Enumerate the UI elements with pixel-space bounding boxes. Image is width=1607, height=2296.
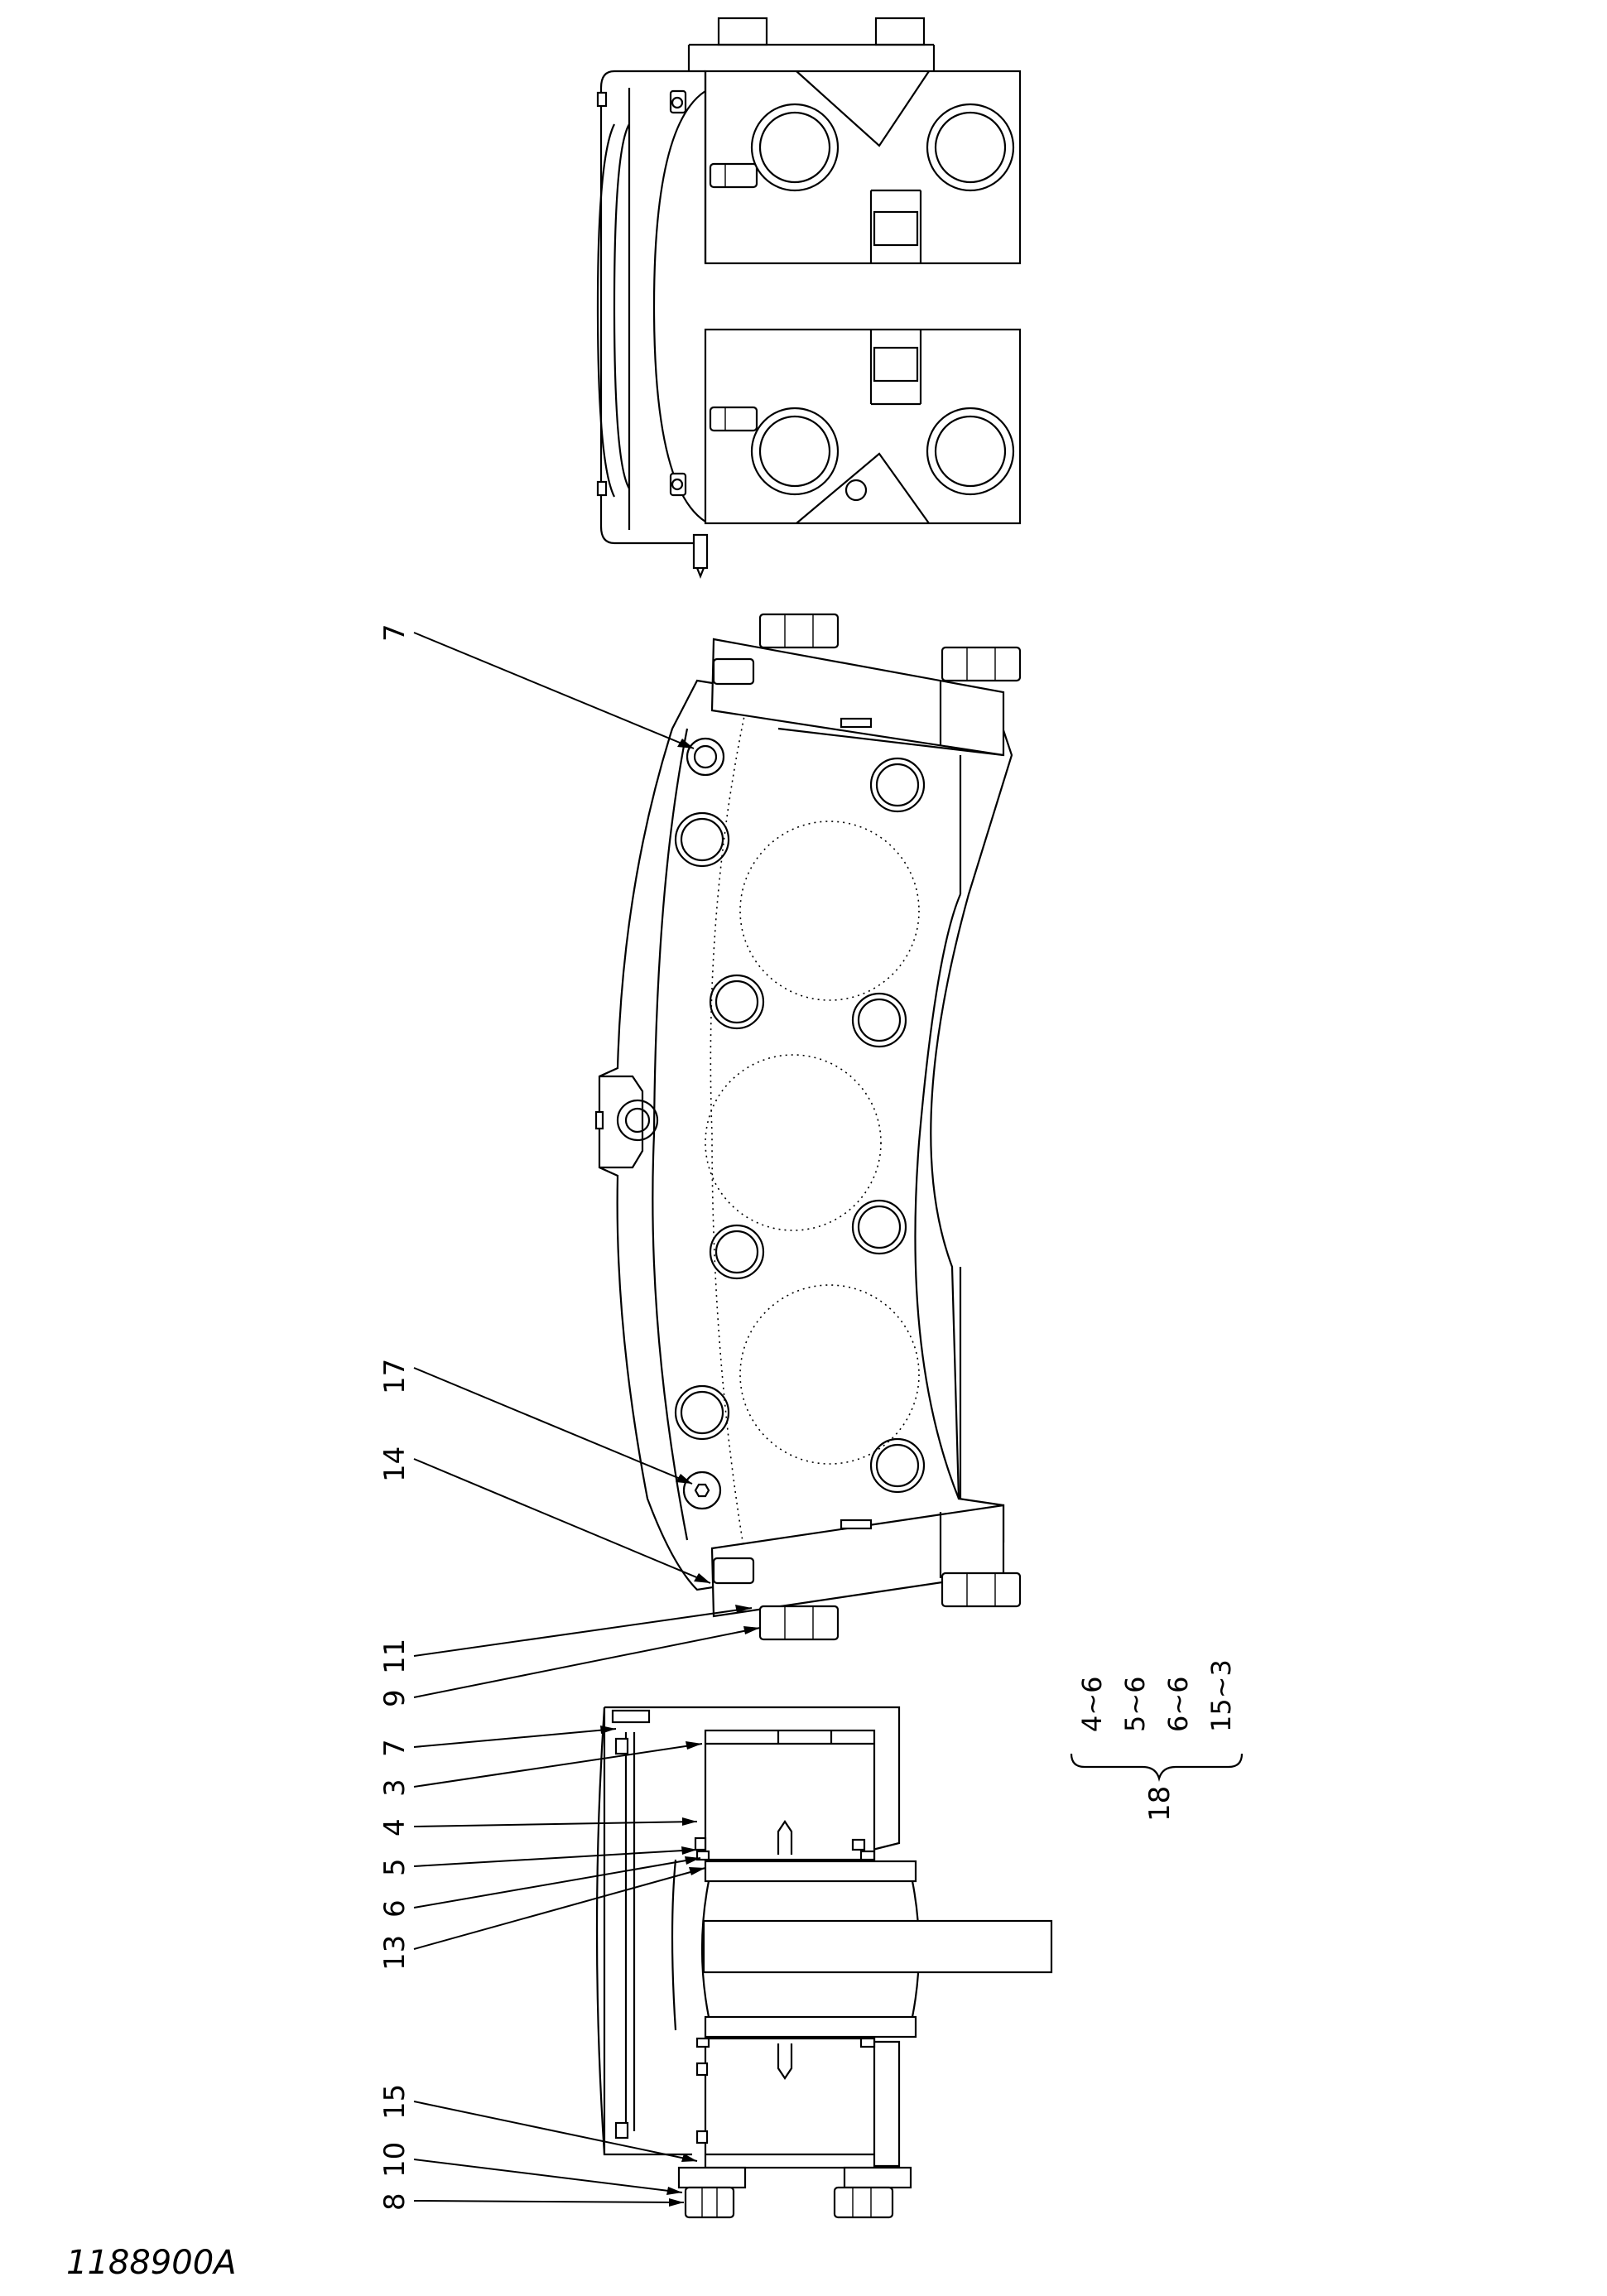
- piston-outline-1: [739, 821, 920, 1001]
- plug-17: [682, 1470, 722, 1510]
- seal-upper-left: [695, 1850, 710, 1861]
- top-bolt-head-3: [750, 407, 840, 496]
- bleeder-nipple: [692, 533, 709, 570]
- seal-upper-right: [859, 1850, 876, 1861]
- seal-lower-left: [695, 2037, 710, 2048]
- callout-8: 8: [378, 2193, 411, 2211]
- bottom-view: [595, 1706, 1053, 2219]
- callout-9: 9: [378, 1689, 411, 1707]
- callout-14: 14: [378, 1446, 411, 1482]
- bolt-bottom-left: [684, 2186, 735, 2219]
- callout-13: 13: [378, 1935, 411, 1971]
- brake-rotor: [702, 1919, 1053, 1974]
- bolt-upper-left: [758, 613, 840, 649]
- middle-view: [594, 613, 1022, 1641]
- top-view: [596, 17, 1022, 579]
- callout-numbers: 7 17 14 11 9 7 3 4 5 6 13 15 10 8: [378, 623, 411, 2211]
- caliper-body: [599, 70, 705, 545]
- kit-item-4: 15~3: [1205, 1659, 1237, 1732]
- callout-7-upper: 7: [378, 623, 411, 642]
- bleeder-7-side: [686, 737, 725, 777]
- kit-number: 18: [1143, 1786, 1176, 1822]
- callout-10: 10: [378, 2142, 411, 2178]
- pad-lower: [704, 2015, 917, 2038]
- kit-item-2: 5~6: [1119, 1676, 1151, 1732]
- pad-upper: [704, 1860, 917, 1883]
- drawing-number: 1188900A: [66, 2244, 237, 2282]
- callout-11: 11: [378, 1639, 411, 1674]
- kit-brace: [1070, 1753, 1244, 1782]
- top-bolt-left: [717, 17, 768, 46]
- bolt-holes: [674, 757, 926, 1494]
- callout-5: 5: [378, 1858, 411, 1876]
- piston-outline-3: [739, 1284, 920, 1465]
- upper-housing: [704, 1729, 876, 1861]
- callout-6: 6: [378, 1899, 411, 1918]
- end-block-top: [710, 638, 1005, 757]
- lower-housing: [704, 2037, 876, 2169]
- callout-7-lower: 7: [378, 1739, 411, 1757]
- callout-17: 17: [378, 1359, 411, 1394]
- callout-4: 4: [378, 1818, 411, 1836]
- kit-note: 4~6 5~6 6~6 15~3 18: [1070, 1659, 1244, 1822]
- callout-15: 15: [378, 2084, 411, 2120]
- callout-3: 3: [378, 1779, 411, 1797]
- bolt-bottom-right: [833, 2186, 894, 2219]
- leader-lines: [413, 632, 761, 2207]
- bridge-outline: [604, 1706, 901, 1851]
- top-bolt-head-4: [926, 407, 1015, 496]
- bolt-upper-right: [941, 646, 1022, 682]
- bolt-lower-left: [758, 1605, 840, 1641]
- bolt-lower-right: [941, 1572, 1022, 1608]
- piston-outline-2: [705, 1054, 882, 1231]
- kit-item-3: 6~6: [1162, 1676, 1194, 1732]
- kit-item-1: 4~6: [1076, 1676, 1108, 1732]
- top-bolt-head-1: [750, 103, 840, 192]
- top-bolt-right: [874, 17, 926, 46]
- seal-lower-right: [859, 2037, 876, 2048]
- caliper-side: [598, 679, 1013, 1591]
- top-bolt-head-2: [926, 103, 1015, 192]
